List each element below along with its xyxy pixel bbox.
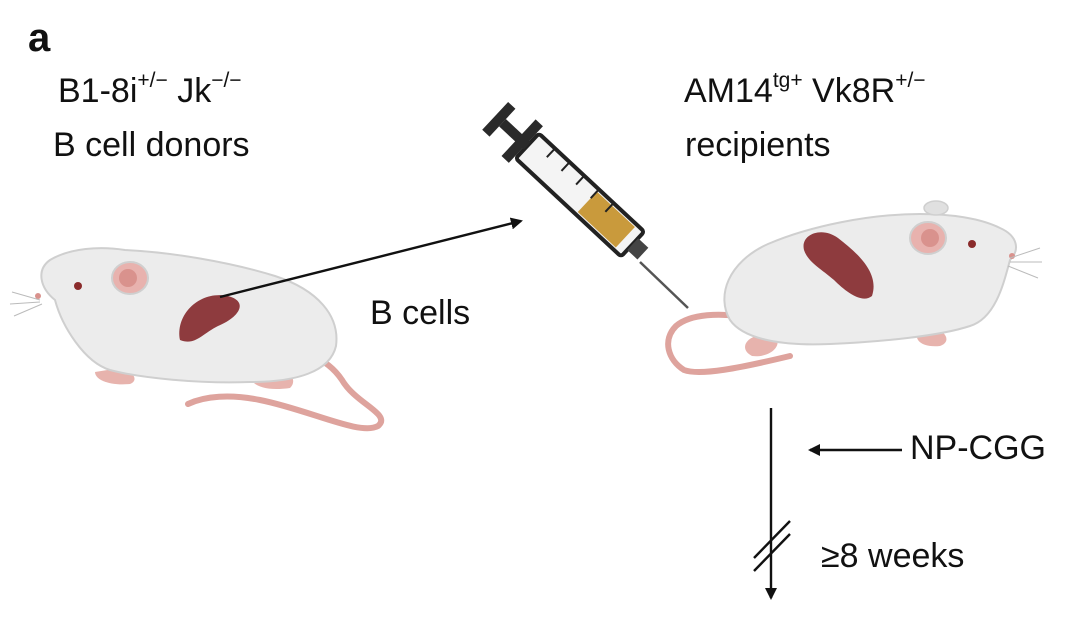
recipient-allele-1-sup: tg+ xyxy=(772,69,803,92)
timeline xyxy=(753,408,902,600)
donor-allele-2: Jk xyxy=(167,72,212,110)
donor-genotype: B1-8i+/− Jk−/− xyxy=(58,70,242,110)
donor-allele-2-sup: −/− xyxy=(211,69,242,92)
recipient-description: recipients xyxy=(685,126,831,164)
syringe-icon xyxy=(482,101,689,309)
transfer-arrow xyxy=(219,217,523,299)
recipient-genotype: AM14tg+ Vk8R+/− xyxy=(684,70,926,110)
donor-description: B cell donors xyxy=(53,126,250,164)
panel-label: a xyxy=(28,16,51,60)
recipient-mouse-icon xyxy=(665,200,1042,375)
recipient-allele-2: Vk8R xyxy=(802,72,896,110)
donor-allele-1-sup: +/− xyxy=(137,69,168,92)
duration-label: ≥8 weeks xyxy=(821,537,965,575)
time-break-mark xyxy=(753,520,791,559)
donor-allele-1: B1-8i xyxy=(58,72,138,110)
recipient-allele-2-sup: +/− xyxy=(895,69,926,92)
time-break-mark xyxy=(753,533,791,572)
recipient-allele-1: AM14 xyxy=(684,72,773,110)
immunization-label: NP-CGG xyxy=(910,429,1046,467)
transfer-label: B cells xyxy=(370,294,471,332)
donor-mouse-icon xyxy=(9,247,384,432)
